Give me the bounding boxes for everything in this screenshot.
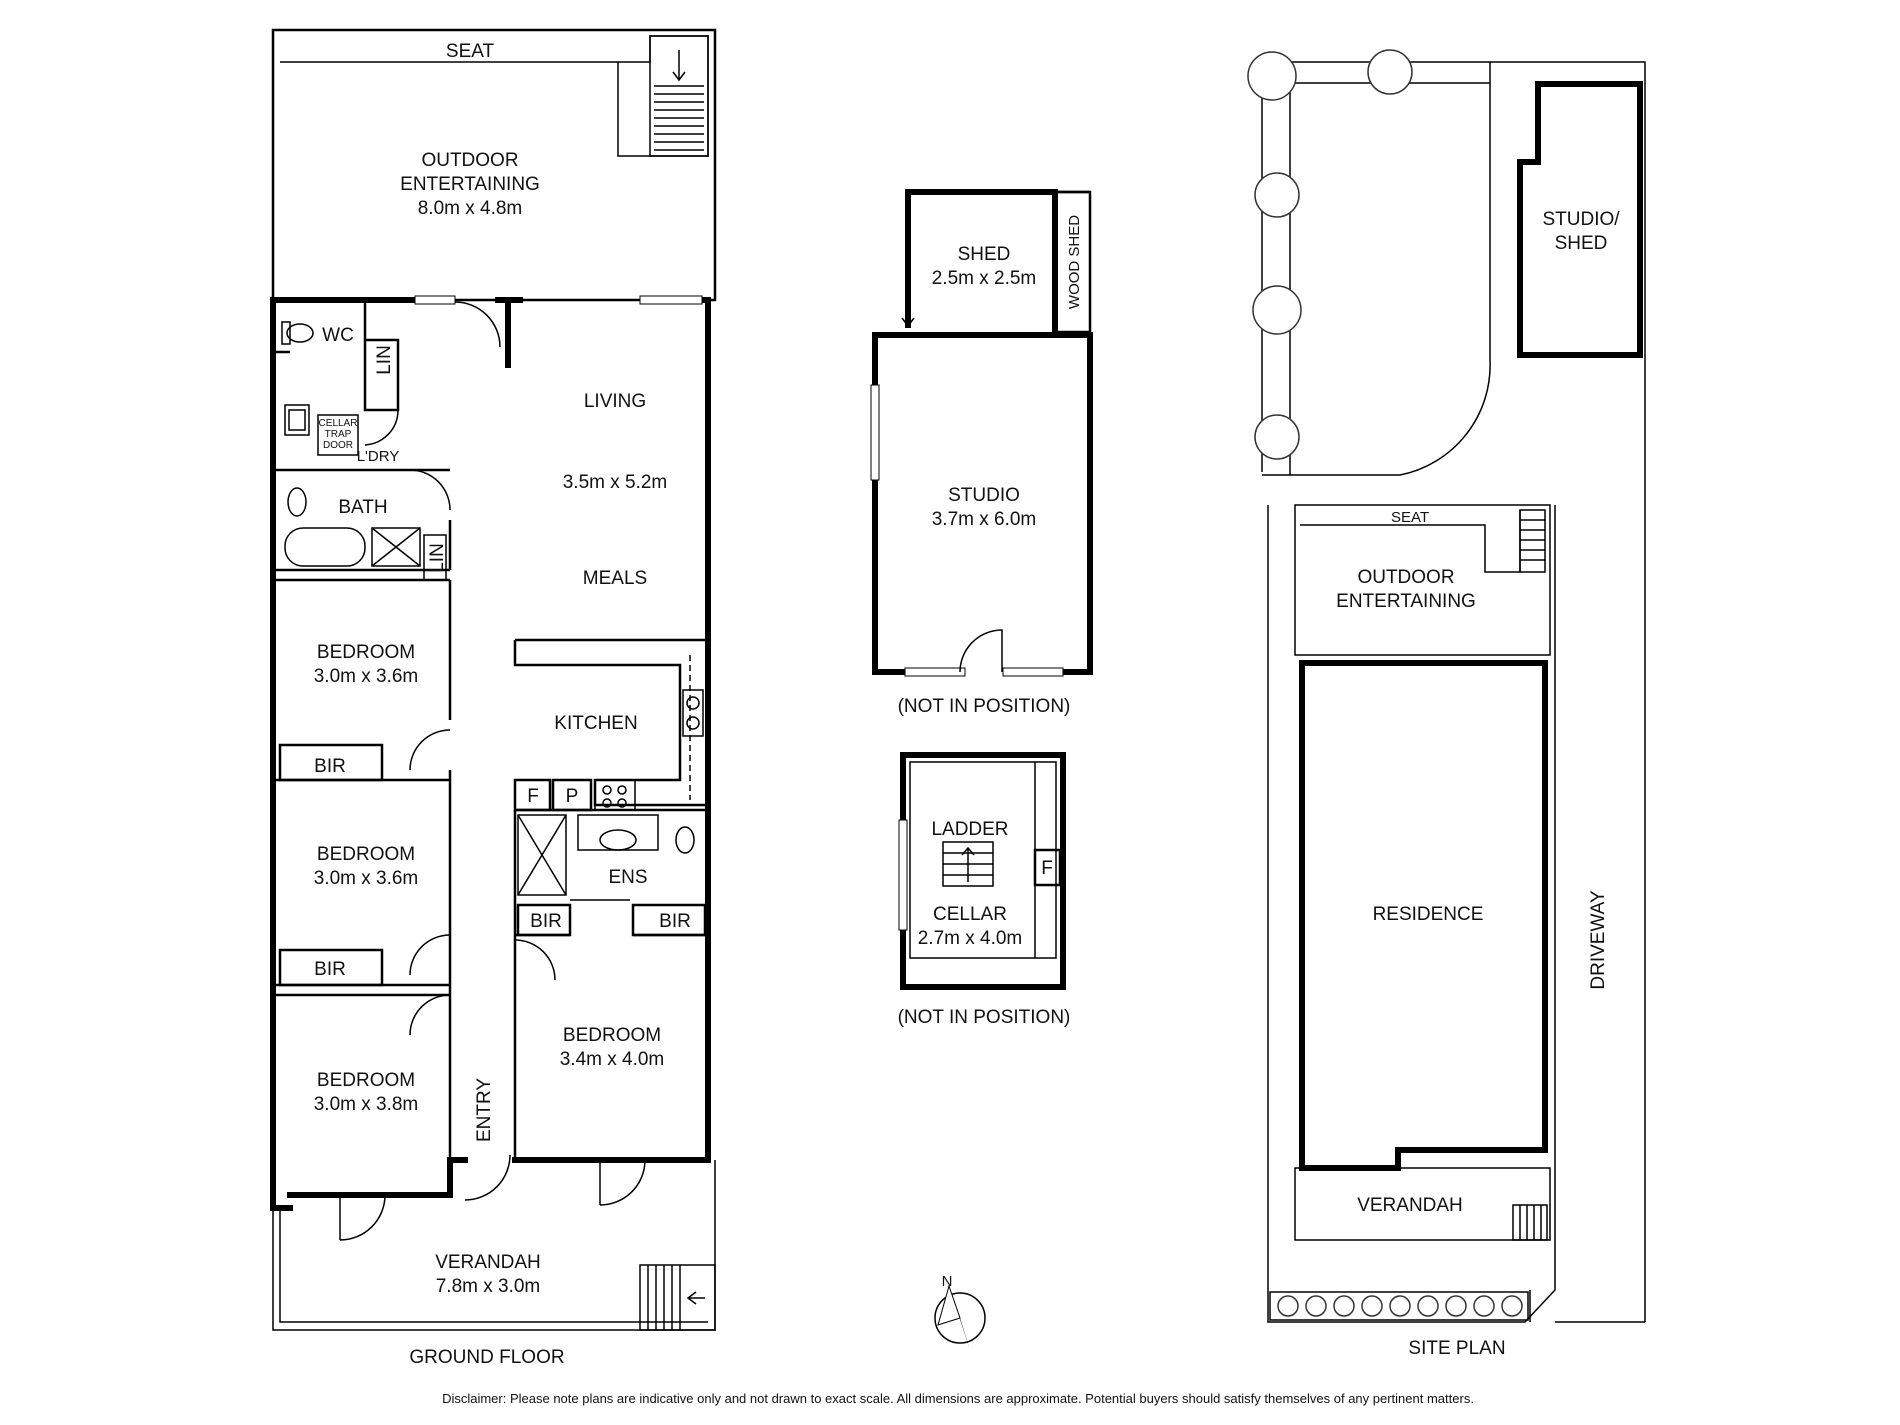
outdoor-stairs — [649, 35, 709, 157]
bedroom-1-dimensions: 3.0m x 3.6m — [314, 666, 419, 687]
cellar-trap-door-label-line2: TRAP — [325, 429, 352, 440]
cellar-trap-door-label: CELLAR — [319, 418, 358, 429]
bir-2-label: BIR — [314, 959, 346, 980]
bir-4-label: BIR — [659, 911, 691, 932]
site-studio-shed-label: STUDIO/ — [1542, 209, 1620, 230]
studio-not-in-position-note: (NOT IN POSITION) — [898, 696, 1071, 717]
ensuite-label: ENS — [608, 867, 647, 888]
living-label: LIVING — [584, 391, 646, 412]
cellar-dimensions: 2.7m x 4.0m — [918, 928, 1023, 949]
bir-3-label: BIR — [530, 911, 562, 932]
verandah-stairs — [639, 1264, 716, 1331]
site-plan-caption: SITE PLAN — [1408, 1338, 1505, 1359]
entry-label: ENTRY — [474, 1078, 495, 1142]
compass-north-label: N — [942, 1273, 953, 1290]
disclaimer-text: Disclaimer: Please note plans are indica… — [442, 1391, 1474, 1406]
outdoor-entertaining-dimensions: 8.0m x 4.8m — [418, 198, 523, 219]
ground-floor-plan — [270, 28, 717, 1331]
bedroom-2-dimensions: 3.0m x 3.6m — [314, 868, 419, 889]
cellar-ladder — [942, 841, 994, 887]
verandah-label: VERANDAH — [435, 1252, 541, 1273]
site-plan — [1247, 49, 1646, 1323]
meals-label: MEALS — [583, 568, 647, 589]
site-outdoor-entertaining-label: OUTDOOR — [1357, 567, 1454, 588]
verandah-dimensions: 7.8m x 3.0m — [436, 1276, 541, 1297]
laundry-label: L'DRY — [357, 448, 400, 465]
site-outdoor-entertaining-label-line2: ENTERTAINING — [1336, 591, 1476, 612]
cellar-not-in-position-note: (NOT IN POSITION) — [898, 1007, 1071, 1028]
cellar-fridge-label: F — [1041, 858, 1053, 879]
site-verandah-label: VERANDAH — [1357, 1195, 1463, 1216]
bath-label: BATH — [338, 497, 387, 518]
bir-1-label: BIR — [314, 756, 346, 777]
shed-label: SHED — [958, 244, 1011, 265]
bedroom-3-dimensions: 3.0m x 3.8m — [314, 1094, 419, 1115]
site-seat-label: SEAT — [1391, 509, 1429, 526]
site-outdoor-stairs — [1519, 509, 1546, 573]
bedroom-1-label: BEDROOM — [317, 642, 415, 663]
wood-shed-label: WOOD SHED — [1066, 215, 1083, 309]
studio-dimensions: 3.7m x 6.0m — [932, 509, 1037, 530]
bedroom-4-dimensions: 3.4m x 4.0m — [560, 1049, 665, 1070]
wc-label: WC — [322, 325, 354, 346]
cellar-label: CELLAR — [933, 904, 1007, 925]
north-compass-icon — [934, 1284, 986, 1350]
outdoor-entertaining-label: OUTDOOR — [421, 150, 518, 171]
linen-cupboard-label: LIN — [374, 345, 395, 375]
outdoor-entertaining-label-line2: ENTERTAINING — [400, 174, 540, 195]
site-studio-shed-label-line2: SHED — [1555, 233, 1608, 254]
seat-label: SEAT — [446, 41, 495, 62]
linen-cupboard-2-label: LIN — [427, 543, 448, 573]
garden-trees — [1247, 49, 1413, 460]
outbuildings-plan — [870, 189, 1093, 1350]
kitchen-label: KITCHEN — [554, 713, 637, 734]
bedroom-3-label: BEDROOM — [317, 1070, 415, 1091]
pantry-label: P — [566, 786, 579, 807]
residence-label: RESIDENCE — [1373, 904, 1484, 925]
studio-label: STUDIO — [948, 485, 1020, 506]
ladder-label: LADDER — [931, 819, 1008, 840]
driveway-label: DRIVEWAY — [1588, 890, 1609, 990]
cellar-trap-door-label-line3: DOOR — [323, 440, 353, 451]
ground-floor-caption: GROUND FLOOR — [409, 1347, 564, 1368]
shed-dimensions: 2.5m x 2.5m — [932, 268, 1037, 289]
fridge-label: F — [527, 786, 539, 807]
bedroom-2-label: BEDROOM — [317, 844, 415, 865]
site-verandah-stairs — [1512, 1204, 1548, 1241]
living-dimensions: 3.5m x 5.2m — [563, 472, 668, 493]
front-hedge-shrubs — [1269, 1291, 1529, 1321]
bedroom-4-label: BEDROOM — [563, 1025, 661, 1046]
